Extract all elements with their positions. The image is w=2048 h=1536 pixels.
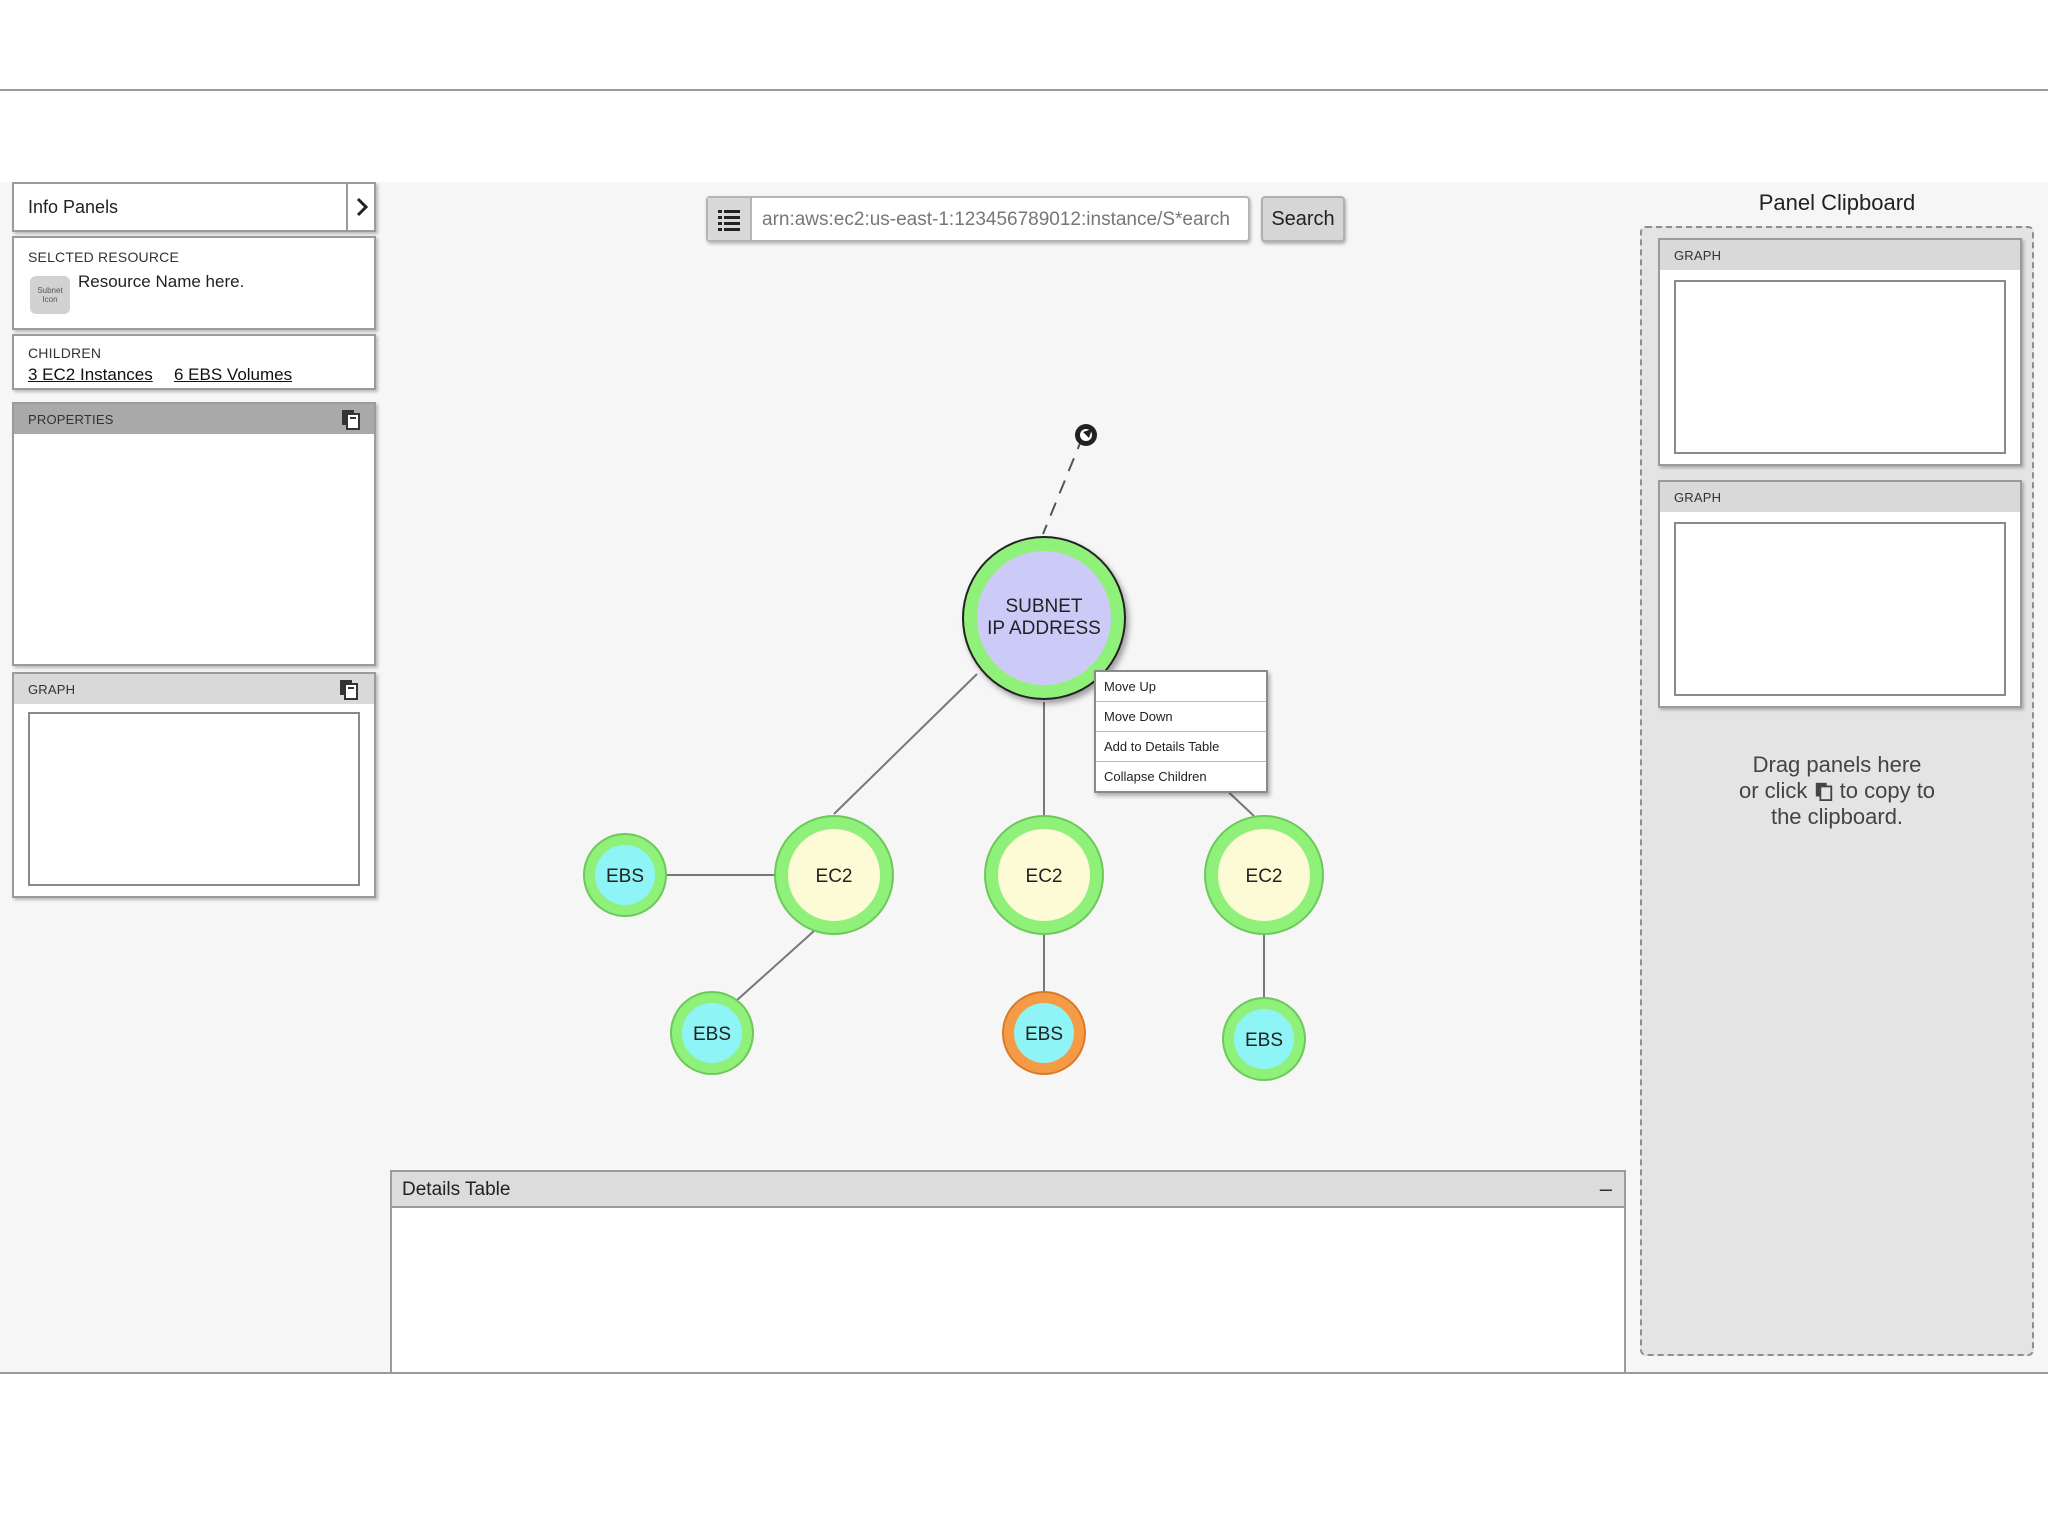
- ec2-node-label: EC2: [816, 866, 853, 887]
- properties-heading: PROPERTIES: [28, 412, 114, 427]
- clipboard-graph-heading: GRAPH: [1674, 248, 1722, 263]
- panel-clipboard-dropzone[interactable]: GRAPH GRAPH Drag panels here or click to…: [1640, 226, 2034, 1356]
- info-panels-title: Info Panels: [28, 197, 119, 217]
- subnet-icon-label: Subnet: [37, 286, 63, 295]
- graph-panel-header: GRAPH: [14, 674, 374, 704]
- node-context-menu: Move Up Move Down Add to Details Table C…: [1094, 670, 1268, 793]
- clipboard-hint: Drag panels here or click to copy to the…: [1642, 752, 2032, 830]
- app-area: Info Panels SELCTED RESOURCE Subnet Icon…: [0, 182, 2048, 1372]
- subnet-icon: Subnet Icon: [30, 276, 70, 314]
- graph-edge: [735, 930, 815, 1002]
- ebs-node-label: EBS: [1025, 1024, 1063, 1045]
- details-table-title: Details Table: [402, 1179, 511, 1200]
- ebs-node[interactable]: EBS: [583, 833, 667, 917]
- clipboard-graph-area: [1674, 522, 2006, 696]
- menu-item-collapse-children[interactable]: Collapse Children: [1104, 769, 1207, 784]
- details-table-header: Details Table –: [392, 1172, 1624, 1208]
- clipboard-hint-before: or click: [1738, 778, 1808, 803]
- ebs-node[interactable]: EBS: [1222, 997, 1306, 1081]
- minimize-button[interactable]: –: [1599, 1176, 1612, 1201]
- clipboard-graph-panel[interactable]: GRAPH: [1658, 480, 2022, 708]
- menu-item-move-down[interactable]: Move Down: [1096, 702, 1266, 732]
- subnet-node-label: SUBNET: [1005, 596, 1082, 617]
- graph-edge: [1042, 435, 1084, 535]
- selected-resource-heading: SELCTED RESOURCE: [28, 249, 180, 265]
- ebs-node[interactable]: EBS: [670, 991, 754, 1075]
- copy-to-clipboard-icon[interactable]: [340, 408, 362, 430]
- chevron-right-icon: [356, 197, 369, 217]
- graph-panel: GRAPH: [12, 672, 376, 898]
- search-button[interactable]: Search: [1261, 196, 1345, 242]
- clipboard-graph-heading: GRAPH: [1674, 490, 1722, 505]
- clipboard-hint-line1: Drag panels here: [1752, 752, 1922, 777]
- resource-graph: SUBNET IP ADDRESS EC2 EC2 EC2 EBS: [583, 424, 1324, 1081]
- search-input[interactable]: [760, 204, 1244, 236]
- search-bar: [706, 196, 1250, 242]
- clipboard-hint-line2: or click to copy to: [1642, 778, 2032, 804]
- bottom-divider: [0, 1372, 2048, 1374]
- details-table: Details Table –: [390, 1170, 1626, 1372]
- ebs-node-warning[interactable]: EBS: [1002, 991, 1086, 1075]
- clipboard-graph-header: GRAPH: [1660, 482, 2020, 512]
- clipboard-title: Panel Clipboard: [1758, 190, 1916, 215]
- graph-heading: GRAPH: [28, 682, 76, 697]
- list-icon: [718, 210, 740, 231]
- list-button[interactable]: [708, 198, 752, 240]
- subnet-node[interactable]: SUBNET IP ADDRESS: [962, 536, 1126, 700]
- ebs-node-label: EBS: [693, 1024, 731, 1045]
- ec2-node[interactable]: EC2: [774, 815, 894, 935]
- menu-item-move-up[interactable]: Move Up: [1096, 672, 1266, 702]
- clipboard-hint-after: to copy to: [1839, 778, 1936, 803]
- ebs-node-label: EBS: [606, 866, 644, 887]
- info-panels-header: Info Panels: [12, 182, 376, 232]
- clipboard-graph-header: GRAPH: [1660, 240, 2020, 270]
- ec2-node[interactable]: EC2: [984, 815, 1104, 935]
- ec2-node-label: EC2: [1246, 866, 1283, 887]
- collapse-panels-button[interactable]: [346, 184, 378, 230]
- ebs-node-label: EBS: [1245, 1030, 1283, 1051]
- properties-header: PROPERTIES: [14, 404, 374, 434]
- subnet-node-label-2: IP ADDRESS: [987, 618, 1101, 639]
- ec2-node-label: EC2: [1026, 866, 1063, 887]
- subnet-icon-label-2: Icon: [42, 295, 58, 304]
- clipboard-hint-line3: the clipboard.: [1770, 804, 1904, 829]
- clipboard-graph-area: [1674, 280, 2006, 454]
- selected-resource-panel: SELCTED RESOURCE Subnet Icon Resource Na…: [12, 236, 376, 330]
- properties-panel: PROPERTIES: [12, 402, 376, 666]
- graph-edge: [833, 673, 978, 815]
- children-panel: CHILDREN 3 EC2 Instances 6 EBS Volumes: [12, 334, 376, 390]
- copy-to-clipboard-icon[interactable]: [338, 678, 360, 700]
- graph-area: [28, 712, 360, 886]
- ebs-volumes-link[interactable]: 6 EBS Volumes: [174, 365, 293, 384]
- children-heading: CHILDREN: [28, 345, 102, 361]
- navigate-parent-icon[interactable]: [1075, 424, 1097, 446]
- clipboard-graph-panel[interactable]: GRAPH: [1658, 238, 2022, 466]
- resource-name: Resource Name here.: [78, 272, 245, 291]
- top-divider: [0, 89, 2048, 91]
- ec2-node[interactable]: EC2: [1204, 815, 1324, 935]
- menu-item-add-to-details-table[interactable]: Add to Details Table: [1096, 732, 1266, 762]
- ec2-instances-link[interactable]: 3 EC2 Instances: [28, 365, 153, 384]
- copy-icon: [1815, 782, 1832, 801]
